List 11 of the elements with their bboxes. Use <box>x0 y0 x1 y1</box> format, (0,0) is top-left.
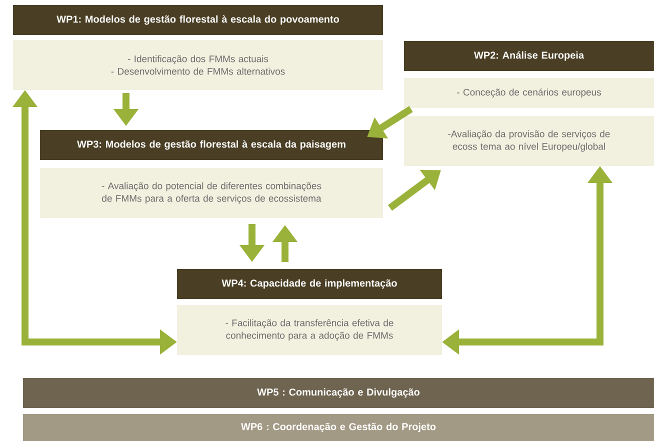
description-box: - Conceção de cenários europeus <box>404 78 654 108</box>
description-box: - Avaliação do potencial de diferentes combinações de FMMs para a oferta de serviços de ecossistema <box>40 168 383 218</box>
description-box: - Facilitação da transferência efetiva de conhecimento para a adoção de FMMs <box>177 304 442 355</box>
band: WP6 : Coordenação e Gestão do Projeto <box>23 414 654 441</box>
band: WP5 : Comunicação e Divulgação <box>23 378 654 408</box>
header-box: WP4: Capacidade de implementação <box>177 269 442 299</box>
header-box: WP1: Modelos de gestão florestal à escala do povoamento <box>13 5 383 35</box>
description-box: -Avaliação da provisão de serviços de ecoss tema ao nível Europeu/global <box>404 116 654 166</box>
header-box: WP3: Modelos de gestão florestal à escala da paisagem <box>40 130 383 160</box>
description-box: - Identificação dos FMMs actuais - Desenvolvimento de FMMs alternativos <box>13 40 383 90</box>
header-box: WP2: Análise Europeia <box>404 41 654 71</box>
